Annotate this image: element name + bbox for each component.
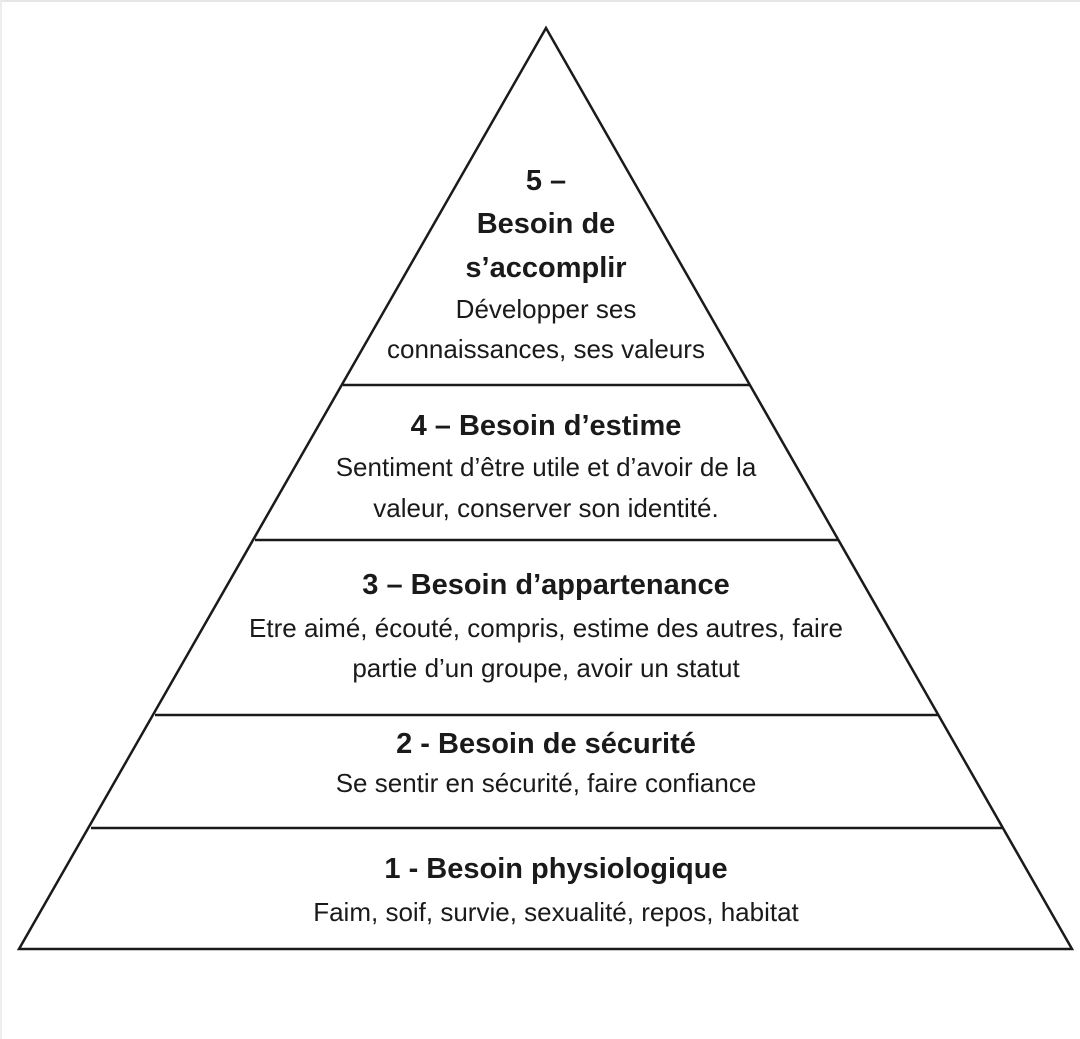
level-5: 5 – Besoin de s’accomplir Développer ses… xyxy=(387,165,705,364)
level-5-title-line-3: s’accomplir xyxy=(465,252,626,284)
level-5-desc-line-1: Développer ses xyxy=(456,294,637,324)
level-1-title: 1 - Besoin physiologique xyxy=(384,853,727,885)
pyramid-outline xyxy=(16,25,1075,951)
level-4-desc-line-1: Sentiment d’être utile et d’avoir de la xyxy=(336,452,757,482)
level-3-title: 3 – Besoin d’appartenance xyxy=(362,569,729,601)
level-1-desc: Faim, soif, survie, sexualité, repos, ha… xyxy=(313,897,799,927)
level-4-title: 4 – Besoin d’estime xyxy=(411,410,682,442)
level-2-desc: Se sentir en sécurité, faire confiance xyxy=(336,768,757,798)
level-3-desc-line-1: Etre aimé, écouté, compris, estime des a… xyxy=(249,613,843,643)
level-4: 4 – Besoin d’estime Sentiment d’être uti… xyxy=(336,410,757,523)
level-3-desc-line-2: partie d’un groupe, avoir un statut xyxy=(352,653,740,683)
level-2-title: 2 - Besoin de sécurité xyxy=(396,728,696,760)
level-4-desc-line-2: valeur, conserver son identité. xyxy=(373,493,718,523)
level-3: 3 – Besoin d’appartenance Etre aimé, éco… xyxy=(249,569,843,683)
level-5-desc-line-2: connaissances, ses valeurs xyxy=(387,334,705,364)
level-5-title-line-2: Besoin de xyxy=(477,208,616,240)
level-1: 1 - Besoin physiologique Faim, soif, sur… xyxy=(313,853,799,927)
level-2: 2 - Besoin de sécurité Se sentir en sécu… xyxy=(336,728,757,798)
level-5-title-line-1: 5 – xyxy=(526,165,566,197)
